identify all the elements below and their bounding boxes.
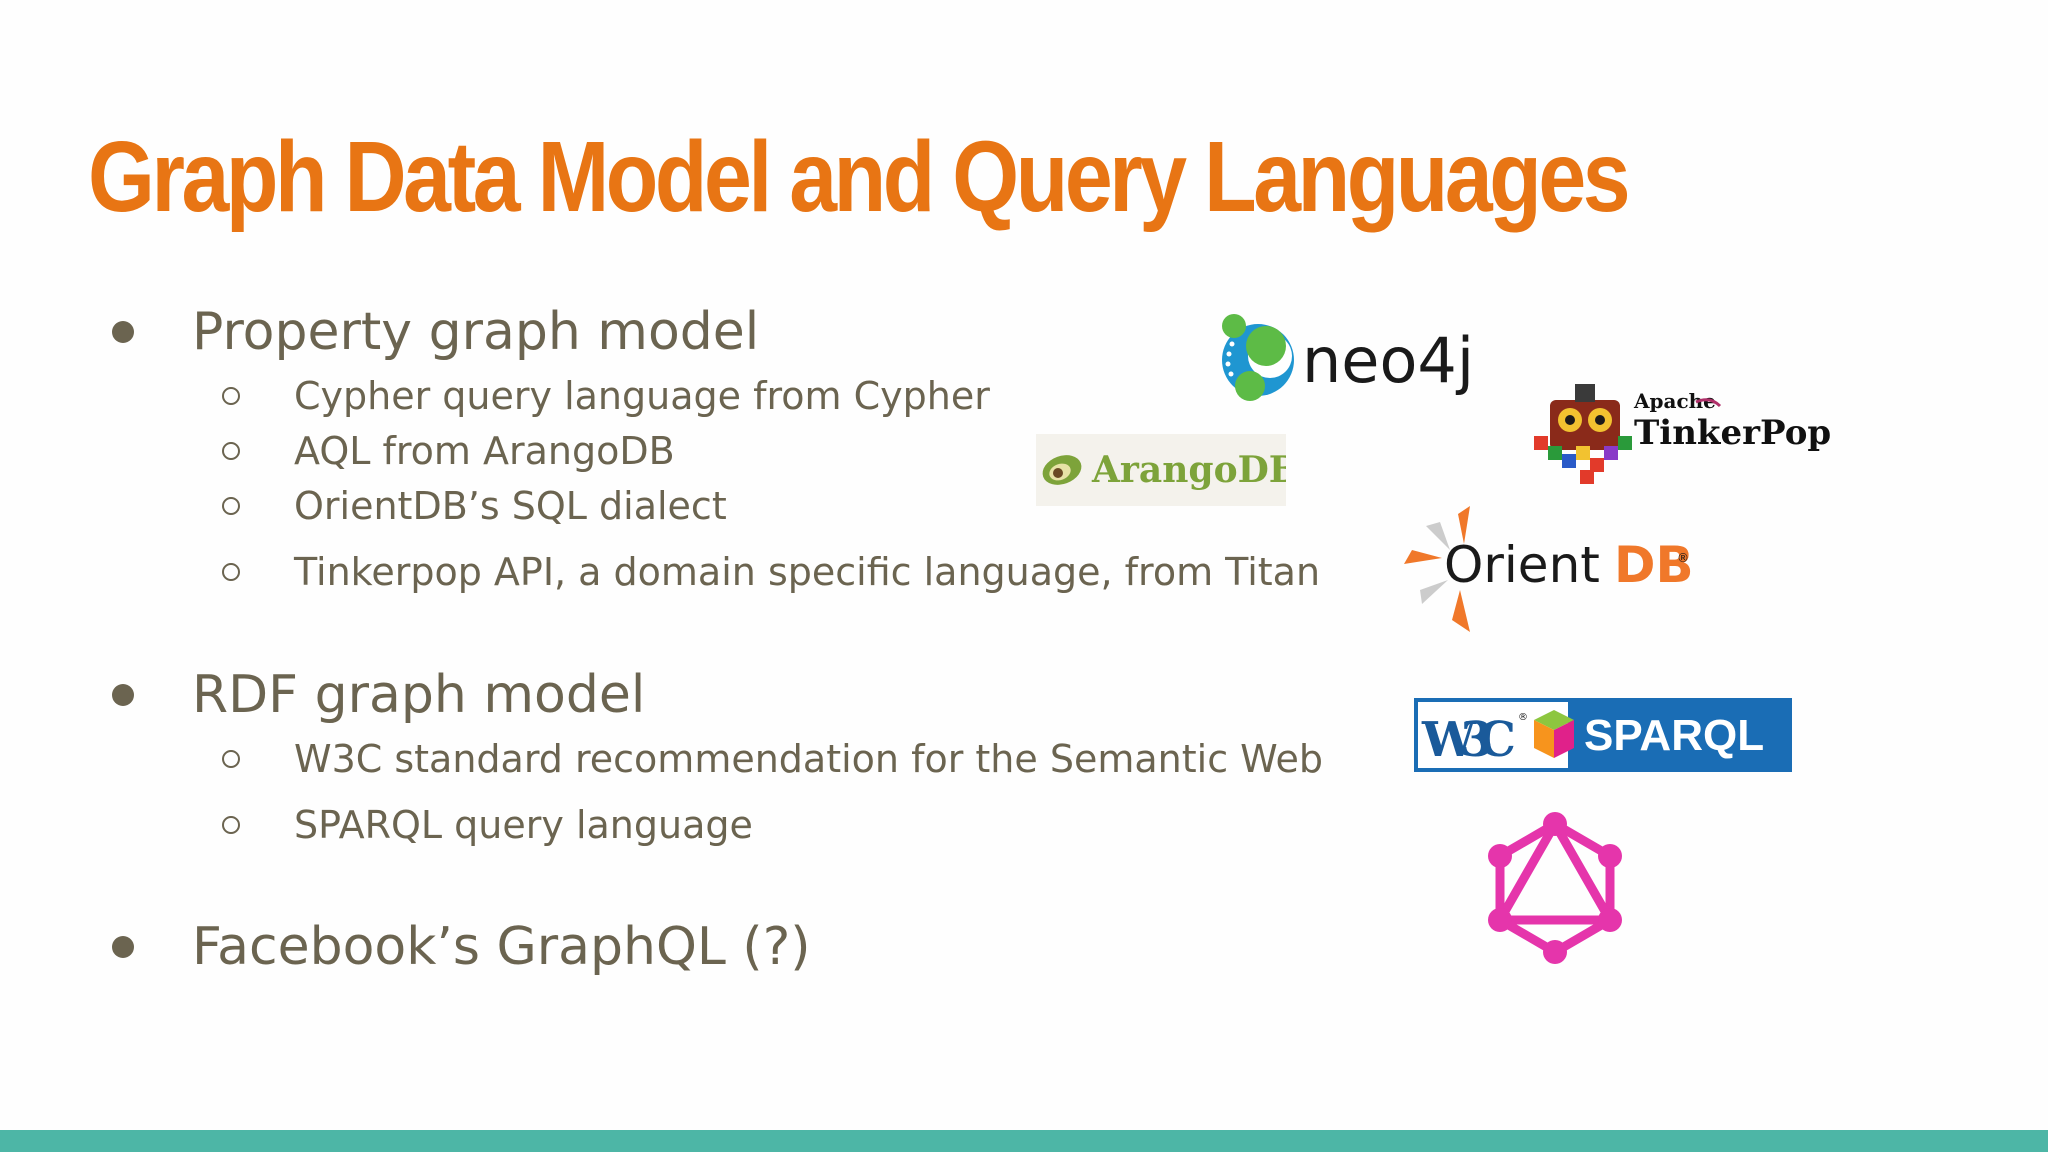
sub-bullet-item: SPARQL query language	[222, 803, 753, 847]
sub-bullet-item: W3C standard recommendation for the Sema…	[222, 737, 1324, 781]
accent-bottom-bar	[0, 1130, 2048, 1152]
tinkerpop-gremlin-icon: Apache TinkerPop	[1534, 384, 1831, 484]
w3c-wordmark: W3C	[1421, 712, 1516, 768]
sub-bullet-ring-icon	[222, 387, 240, 405]
orientdb-registered-mark: ®	[1677, 551, 1689, 565]
bullet-dot-icon	[112, 684, 134, 706]
bullet-item: Facebook’s GraphQL (?)	[112, 917, 811, 977]
sub-bullet-ring-icon	[222, 442, 240, 460]
sub-bullet-text: Cypher query language from Cypher	[294, 374, 990, 418]
sparql-wordmark: SPARQL	[1584, 711, 1764, 760]
sub-bullet-text: W3C standard recommendation for the Sema…	[294, 737, 1324, 781]
bullet-text: Facebook’s GraphQL (?)	[192, 917, 811, 977]
orient-wordmark: Orient	[1444, 536, 1600, 594]
sub-bullet-item: OrientDB’s SQL dialect	[222, 484, 727, 528]
w3c-registered-mark: ®	[1518, 712, 1528, 723]
graphql-logo	[1484, 812, 1626, 964]
sub-bullet-item: Tinkerpop API, a domain specific languag…	[222, 550, 1321, 594]
tinkerpop-wordmark: TinkerPop	[1634, 413, 1831, 453]
sub-bullet-ring-icon	[222, 497, 240, 515]
sub-bullet-ring-icon	[222, 750, 240, 768]
sparql-cube-icon: W3C ® SPARQL	[1414, 698, 1792, 772]
sub-bullet-item: AQL from ArangoDB	[222, 429, 675, 473]
orientdb-star-icon: Orient DB ®	[1404, 506, 1694, 632]
bullet-dot-icon	[112, 936, 134, 958]
bullet-text: RDF graph model	[192, 665, 646, 725]
sub-bullet-text: Tinkerpop API, a domain specific languag…	[294, 550, 1321, 594]
neo4j-wordmark: neo4j	[1302, 324, 1474, 397]
bullet-item: Property graph model	[112, 302, 760, 362]
arangodb-logo: ArangoDB	[1036, 434, 1299, 506]
sub-bullet-item: Cypher query language from Cypher	[222, 374, 990, 418]
tinkerpop-logo: Apache TinkerPop	[1530, 380, 1850, 490]
orientdb-logo: Orient DB ®	[1400, 500, 1700, 640]
bullet-item: RDF graph model	[112, 665, 646, 725]
bullet-dot-icon	[112, 321, 134, 343]
neo4j-graph-icon: neo4j	[1222, 314, 1474, 401]
avocado-icon: ArangoDB	[1042, 449, 1299, 491]
slide-title: Graph Data Model and Query Languages	[88, 121, 1631, 233]
graphql-icon	[1488, 812, 1622, 964]
sub-bullet-ring-icon	[222, 563, 240, 581]
sub-bullet-text: AQL from ArangoDB	[294, 429, 675, 473]
arangodb-wordmark: ArangoDB	[1091, 449, 1286, 491]
sub-bullet-ring-icon	[222, 816, 240, 834]
sub-bullet-text: OrientDB’s SQL dialect	[294, 484, 727, 528]
sub-bullet-text: SPARQL query language	[294, 803, 753, 847]
w3c-sparql-logo: W3C ® SPARQL	[1414, 698, 1792, 772]
db-wordmark: DB	[1614, 536, 1694, 594]
neo4j-logo: neo4j	[1212, 310, 1492, 410]
bullet-text: Property graph model	[192, 302, 760, 362]
